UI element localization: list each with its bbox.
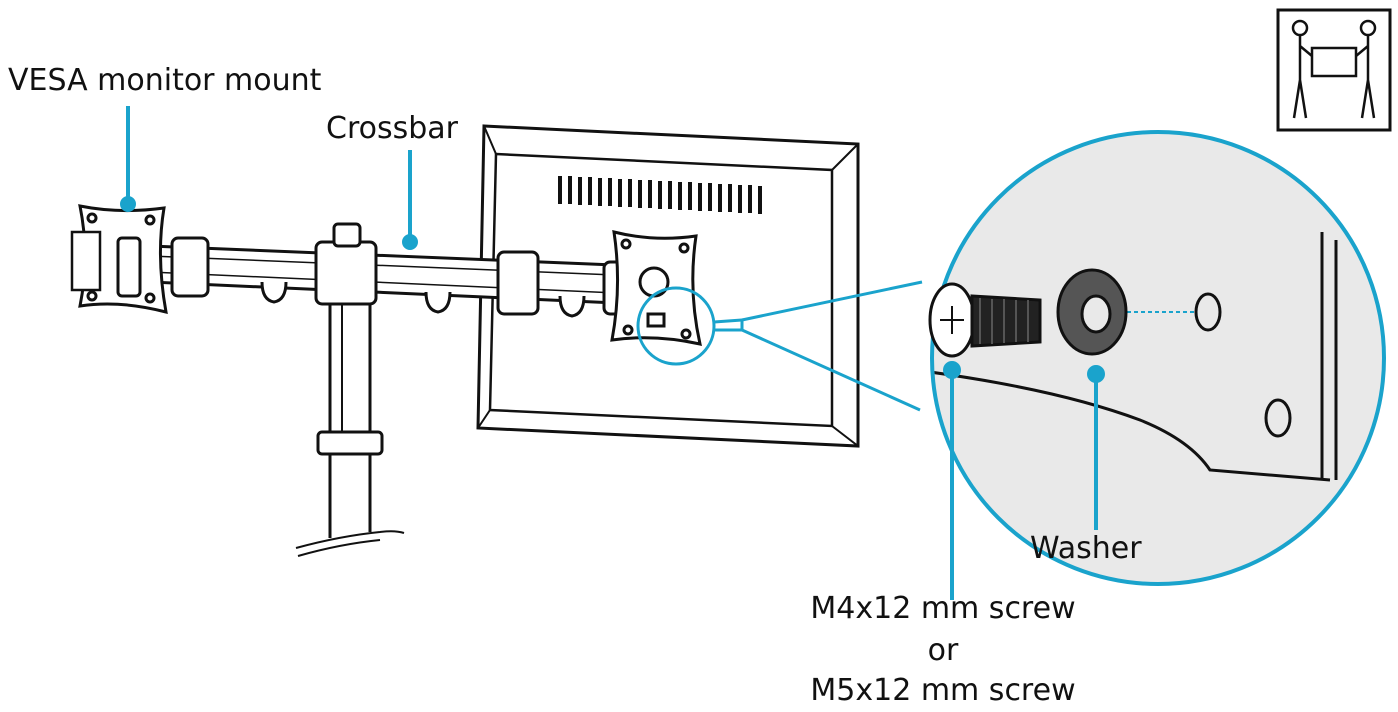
crossbar-label: Crossbar bbox=[326, 114, 458, 144]
screw-option-2-label: M5x12 mm screw bbox=[788, 676, 1098, 706]
vesa-mount-plate-right bbox=[612, 232, 700, 344]
screw-or-label: or bbox=[788, 636, 1098, 666]
washer-label: Washer bbox=[1030, 534, 1142, 564]
zoom-detail bbox=[930, 132, 1384, 584]
screw-option-1-label: M4x12 mm screw bbox=[788, 594, 1098, 624]
vesa-monitor-mount-label: VESA monitor mount bbox=[8, 66, 321, 96]
mount-pole bbox=[296, 300, 404, 556]
washer-part bbox=[1058, 270, 1126, 354]
two-person-lift-icon bbox=[1278, 10, 1390, 130]
vesa-mount-plate-left bbox=[72, 206, 166, 312]
